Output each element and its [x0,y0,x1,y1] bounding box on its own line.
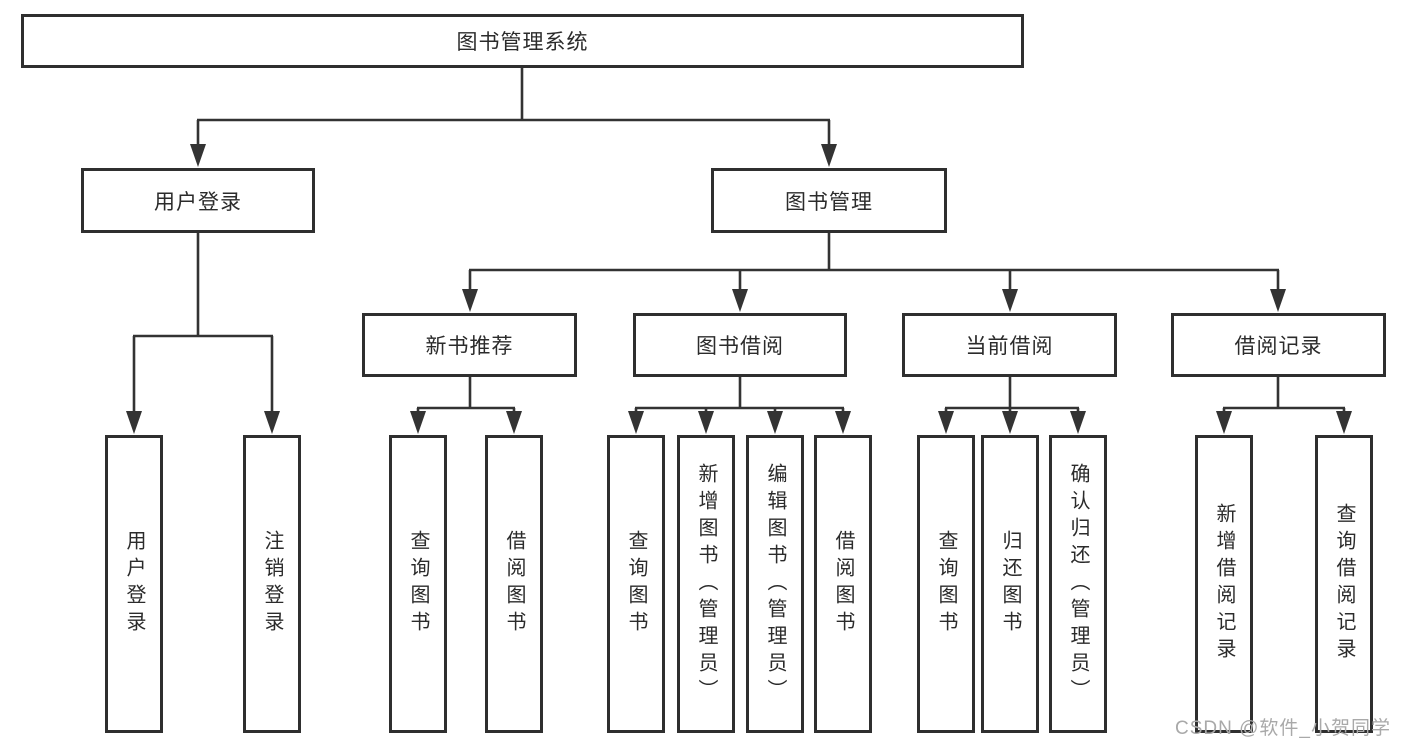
leaf-edit-book-admin: 编辑图书（管理员） [746,435,804,733]
node-label: 借阅记录 [1234,335,1323,358]
node-borrowing-records: 借阅记录 [1171,313,1386,377]
leaf-borrow-books-recommend: 借阅图书 [485,435,543,733]
node-label: 用户登录 [123,530,145,638]
node-label: 新增图书（管理员） [695,462,717,706]
node-book-borrowing: 图书借阅 [633,313,847,377]
node-label: 注销登录 [261,530,283,638]
node-current-borrowing: 当前借阅 [902,313,1117,377]
leaf-return-book: 归还图书 [981,435,1039,733]
leaf-query-books-borrowing: 查询图书 [607,435,665,733]
node-label: 查询图书 [407,530,429,638]
node-label: 用户登录 [154,190,242,214]
leaf-query-books-current: 查询图书 [917,435,975,733]
node-label: 图书管理 [785,190,873,214]
node-label: 借阅图书 [503,530,525,638]
leaf-query-borrow-record: 查询借阅记录 [1315,435,1373,733]
node-label: 当前借阅 [965,335,1054,358]
leaf-user-login: 用户登录 [105,435,163,733]
leaf-add-book-admin: 新增图书（管理员） [677,435,735,733]
node-label: 新书推荐 [425,335,514,358]
node-label: 图书管理系统 [456,31,589,54]
csdn-watermark: CSDN @软件_小贺同学 [1175,718,1391,739]
node-label: 查询借阅记录 [1333,503,1355,665]
node-label: 确认归还（管理员） [1067,462,1089,706]
node-label: 查询图书 [625,530,647,638]
node-new-book-recommendation: 新书推荐 [362,313,577,377]
node-label: 借阅图书 [832,530,854,638]
leaf-confirm-return-admin: 确认归还（管理员） [1049,435,1107,733]
leaf-logout: 注销登录 [243,435,301,733]
node-library-management-system: 图书管理系统 [21,14,1024,68]
node-book-management: 图书管理 [711,168,947,233]
leaf-borrow-books-borrowing: 借阅图书 [814,435,872,733]
node-label: 查询图书 [935,530,957,638]
leaf-query-books-recommend: 查询图书 [389,435,447,733]
node-label: 编辑图书（管理员） [764,462,786,706]
node-label: 新增借阅记录 [1213,503,1235,665]
node-label: 图书借阅 [696,335,784,358]
leaf-add-borrow-record: 新增借阅记录 [1195,435,1253,733]
node-user-login: 用户登录 [81,168,315,233]
node-label: 归还图书 [999,530,1021,638]
